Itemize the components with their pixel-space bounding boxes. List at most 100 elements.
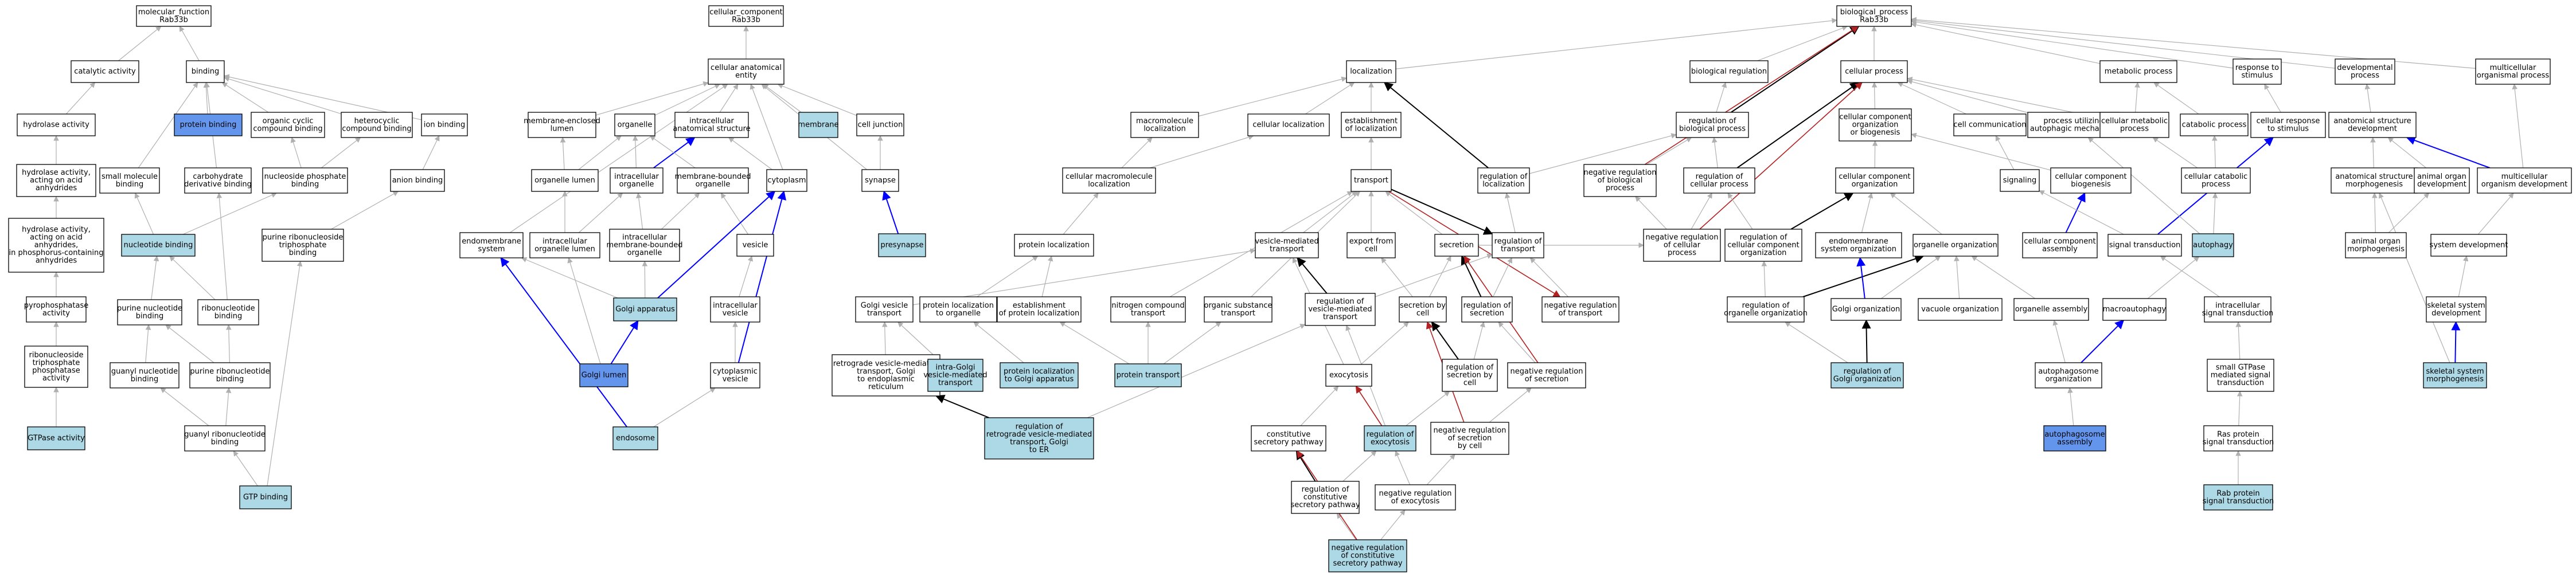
node-gtpase[interactable]: GTPase activity — [27, 426, 85, 450]
node-rntp[interactable]: ribonucleosidetriphosphatephosphataseact… — [24, 346, 88, 388]
node-celljunc[interactable]: cell junction — [856, 113, 904, 136]
node-protbind[interactable]: protein binding — [174, 113, 243, 136]
node-systemdev[interactable]: system development — [2430, 234, 2508, 257]
node-prottrans[interactable]: protein transport — [1114, 363, 1182, 387]
node-organassembly[interactable]: organelle assembly — [2013, 298, 2089, 321]
node-anion[interactable]: anion binding — [390, 169, 445, 192]
node-synapse[interactable]: synapse — [861, 169, 899, 192]
node-organorg[interactable]: organelle organization — [1913, 234, 1999, 257]
node-catab[interactable]: catabolic process — [2180, 113, 2249, 136]
node-localization[interactable]: localization — [1346, 60, 1396, 83]
node-vacuoleorg[interactable]: vacuole organization — [1918, 298, 2003, 321]
node-sigtrans[interactable]: signal transduction — [2107, 234, 2182, 257]
node-secretion[interactable]: secretion — [1434, 234, 1479, 257]
node-presyn[interactable]: presynapse — [878, 233, 926, 257]
node-orglumen[interactable]: organelle lumen — [531, 169, 599, 192]
node-cellcomm[interactable]: cell communication — [1953, 113, 2027, 136]
node-endosome[interactable]: endosome — [612, 426, 658, 450]
node-hydro[interactable]: hydrolase activity — [17, 113, 96, 136]
node-protloc[interactable]: protein localization — [1014, 234, 1094, 257]
node-catact[interactable]: catalytic activity — [71, 60, 139, 83]
node-signaling[interactable]: signaling — [2000, 169, 2040, 192]
node-transport[interactable]: transport — [1351, 169, 1392, 192]
node-exocytosis[interactable]: exocytosis — [1325, 364, 1372, 387]
node-metab[interactable]: metabolic process — [2099, 60, 2177, 83]
node-cellproc[interactable]: cellular process — [1840, 60, 1908, 83]
node-golgiapp[interactable]: Golgi apparatus — [613, 297, 677, 321]
node-macroautophagy[interactable]: macroautophagy — [2102, 298, 2167, 321]
node-golgilumen[interactable]: Golgi lumen — [579, 363, 629, 387]
node-ionbind[interactable]: ion binding — [421, 113, 468, 136]
node-membrane[interactable]: membrane — [798, 112, 839, 138]
node-cellloc[interactable]: cellular localization — [1247, 113, 1330, 136]
node-hydphos[interactable]: hydrolase activity,acting on acidanhydri… — [8, 218, 104, 273]
node-binding[interactable]: binding — [186, 60, 225, 83]
node-nucbind[interactable]: nucleotide binding — [121, 234, 196, 257]
